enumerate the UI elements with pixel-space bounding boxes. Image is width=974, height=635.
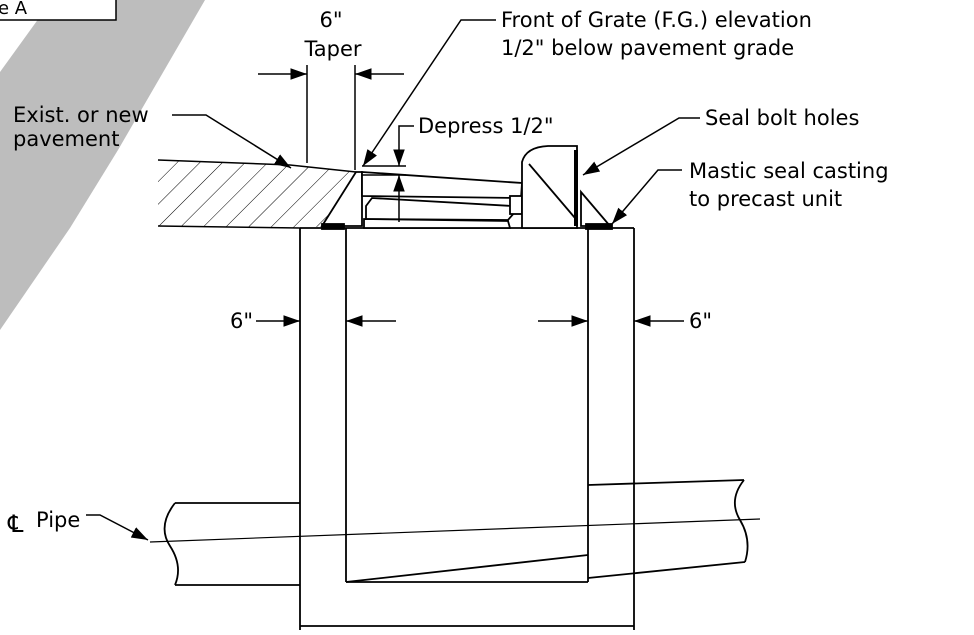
centerline-symbol: ℄	[7, 510, 24, 538]
mastic-seal-label-line2: to precast unit	[689, 187, 842, 211]
grate-casting	[320, 145, 613, 230]
pavement-label-line2: pavement	[13, 127, 119, 151]
taper-dimension	[258, 65, 404, 170]
front-of-grate-label-line1: Front of Grate (F.G.) elevation	[501, 8, 812, 32]
mastic-seal-leader	[611, 169, 682, 225]
view-label-text: e A	[0, 0, 28, 19]
grey-stripe	[0, 0, 205, 330]
pipe-cl-label: Pipe	[36, 508, 80, 532]
taper-label: Taper	[303, 37, 361, 61]
mastic-seal-label-line1: Mastic seal casting	[689, 159, 889, 183]
front-of-grate-leader	[362, 19, 496, 167]
view-label-box	[0, 0, 117, 21]
pavement-leader	[172, 114, 292, 169]
pavement-label-line1: Exist. or new	[13, 103, 149, 127]
depress-dimension	[362, 125, 414, 222]
front-of-grate-label-line2: 1/2" below pavement grade	[501, 36, 794, 60]
wall-thickness-left-label: 6"	[230, 309, 253, 333]
wall-thickness-right-label: 6"	[689, 309, 712, 333]
pipe-cl-leader	[86, 514, 149, 541]
precast-box	[299, 227, 635, 630]
pipe	[149, 479, 761, 586]
depress-label: Depress 1/2"	[418, 114, 554, 138]
seal-bolt-holes-label: Seal bolt holes	[705, 106, 859, 130]
seal-bolt-holes-leader	[582, 117, 700, 176]
taper-dimension-value: 6"	[319, 8, 342, 32]
